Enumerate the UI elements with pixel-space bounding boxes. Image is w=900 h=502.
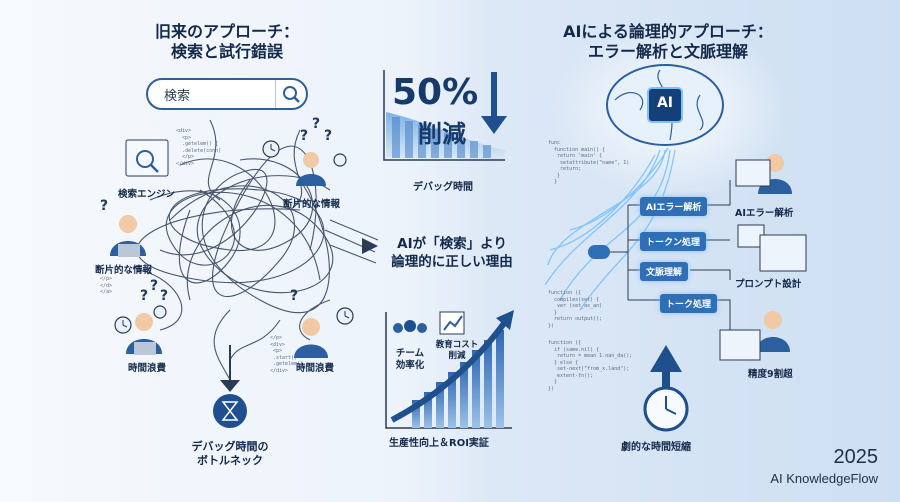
reason-line1: AIが「検索」より xyxy=(397,236,507,252)
bottleneck-line1: デバッグ時間の xyxy=(191,440,269,453)
code-snippet-left-bottom: </p> <div> <p> .start() .getelem() </div… xyxy=(270,335,304,374)
flow-box-error-analysis: AIエラー解析 xyxy=(640,197,708,216)
footer-year: 2025 xyxy=(833,446,879,468)
ai-chip-label: AI xyxy=(656,95,674,111)
label-time-waste-left: 時間浪費 xyxy=(128,363,167,374)
search-text: 検索 xyxy=(164,89,191,104)
flow-streams xyxy=(544,147,676,311)
label-search-engine: 検索エンジン xyxy=(118,189,176,200)
edu-cut-text: 削減 xyxy=(448,351,466,361)
search-button[interactable] xyxy=(275,80,306,108)
bottleneck-line2: ボトルネック xyxy=(197,454,263,467)
label-time-cut: 劇的な時間短縮 xyxy=(621,442,691,453)
search-icon xyxy=(283,86,300,103)
label-time-waste-right: 時間浪費 xyxy=(296,363,335,374)
left-title-line1: 旧来のアプローチ： xyxy=(154,22,299,41)
flow-box-context: 文脈理解 xyxy=(640,262,689,281)
left-title: 旧来のアプローチ： 検索と試行錯誤 xyxy=(132,22,322,62)
svg-text:?: ? xyxy=(150,278,158,294)
edu-cost-label: 教育コスト 削減 xyxy=(428,340,486,362)
search-window-icon xyxy=(125,139,169,177)
flow-box-token-process-2: トーク処理 xyxy=(660,294,718,313)
label-ai-error-analysis: AIエラー解析 xyxy=(735,208,794,219)
flow-box-token-process: トークン処理 xyxy=(640,232,707,251)
svg-text:?: ? xyxy=(140,288,148,304)
svg-text:?: ? xyxy=(300,128,308,144)
tangled-lines xyxy=(136,119,379,381)
label-fragment-info-right: 断片的な情報 xyxy=(283,199,341,210)
reduction-chart xyxy=(383,70,507,161)
code-snippet-right-bottom: function ({ if (same.nil) { return = mea… xyxy=(548,340,633,392)
reason-line2: 論理的に正しい理由 xyxy=(391,254,513,270)
label-accuracy: 精度9割超 xyxy=(748,369,793,380)
doc-windows xyxy=(719,159,807,361)
edu-cost-text: 教育コスト xyxy=(435,340,479,350)
left-title-line2: 検索と試行錯誤 xyxy=(170,42,283,61)
search-box[interactable]: 検索 xyxy=(146,78,308,110)
svg-text:?: ? xyxy=(290,288,298,304)
debug-time-label: デバッグ時間 xyxy=(413,182,473,193)
clock-hands xyxy=(122,144,350,328)
svg-text:?: ? xyxy=(100,198,108,214)
growth-chart xyxy=(385,310,514,429)
code-snippet-right-mid: function ({ compiles(set) { ver (set_as_… xyxy=(548,290,603,329)
code-snippet-left-top: <div> <p> .getelem() { .delete(conn) </p… xyxy=(176,128,222,167)
team-efficiency-label: チーム 効率化 xyxy=(390,348,430,372)
reduction-label: 削減 xyxy=(418,120,466,148)
label-fragment-info-left: 断片的な情報 xyxy=(95,265,153,276)
productivity-label: 生産性向上＆ROI実証 xyxy=(389,438,489,449)
code-snippet-right-top: func function main() { return 'main' { s… xyxy=(548,140,630,185)
label-prompt-design: プロンプト設計 xyxy=(735,279,802,290)
code-snippet-left-mid: </p> </d> </a> xyxy=(100,276,113,295)
svg-text:?: ? xyxy=(312,116,320,132)
team-text: チーム xyxy=(395,348,425,359)
right-title-line2: エラー解析と文脈理解 xyxy=(587,42,748,61)
ai-brain-graphic xyxy=(606,64,724,146)
efficiency-text: 効率化 xyxy=(395,360,425,371)
stopwatch-graphic xyxy=(643,345,689,432)
percent-value: 50% xyxy=(392,72,479,113)
question-marks: ??? ? ??? ? xyxy=(100,116,332,304)
footer-brand: AI KnowledgeFlow xyxy=(770,471,878,486)
right-title: AIによる論理的アプローチ： エラー解析と文脈理解 xyxy=(558,22,778,62)
svg-text:?: ? xyxy=(324,128,332,144)
svg-text:?: ? xyxy=(160,288,168,304)
right-title-line1: AIによる論理的アプローチ： xyxy=(563,22,773,41)
center-reason: AIが「検索」より 論理的に正しい理由 xyxy=(382,235,522,271)
label-bottleneck: デバッグ時間の ボトルネック xyxy=(180,440,280,468)
